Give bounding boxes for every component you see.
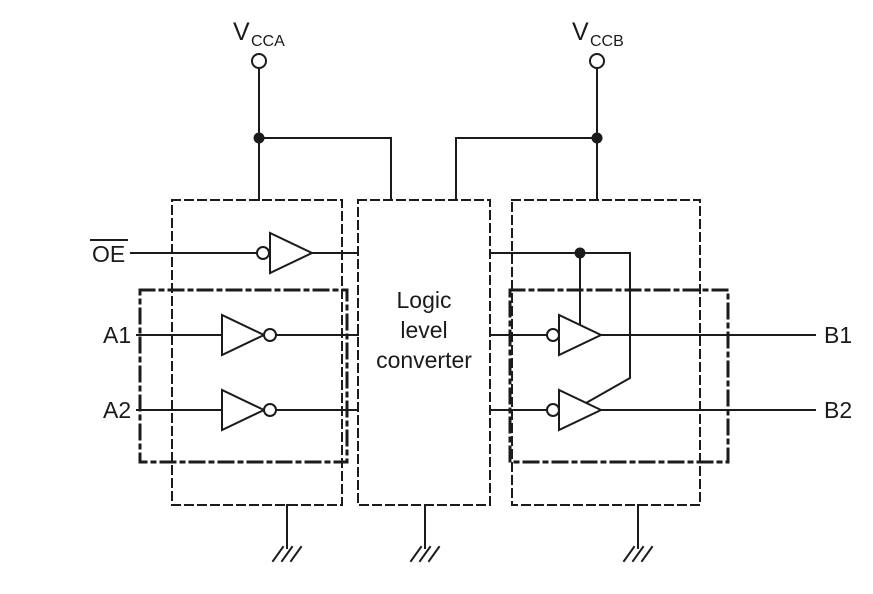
b2-label: B2: [824, 397, 852, 423]
a2-inverter-triangle: [221, 388, 267, 432]
oe-inverter-triangle: [269, 231, 315, 275]
left-channel-box: [138, 288, 349, 464]
wiring-group: [90, 53, 816, 563]
ground-left-hatch-3: [289, 545, 303, 563]
ground-left-hatch-2: [280, 545, 294, 563]
b1-buffer-triangle: [558, 313, 604, 357]
a1-inverter-bubble: [263, 328, 277, 342]
b2-buffer-bubble: [546, 403, 560, 417]
converter-label-line1: Logic: [397, 287, 452, 313]
right-supply-block-box: [511, 199, 701, 506]
b2-enable-wire: [584, 252, 631, 405]
oe-inverter-bubble: [256, 246, 270, 260]
ground-left-symbol: [271, 545, 303, 563]
vcca-junction-dot: [253, 132, 265, 144]
a2-inverter-bubble: [263, 403, 277, 417]
vccb-terminal-circle: [589, 53, 605, 69]
ground-middle-hatch-3: [427, 545, 441, 563]
b1-buffer-bubble: [546, 328, 560, 342]
ground-right-hatch-3: [640, 545, 654, 563]
ground-right-hatch-1: [622, 545, 636, 563]
ground-middle-hatch-2: [418, 545, 432, 563]
ground-right-hatch-2: [631, 545, 645, 563]
vccb-branch-wire: [455, 137, 598, 201]
left-supply-block-box: [171, 199, 343, 506]
oe-label: OE: [92, 241, 125, 267]
ground-middle-hatch-1: [409, 545, 423, 563]
labels-group: V CCA V CCB OE A1 A2 B1 B2 Logic level c…: [92, 18, 852, 423]
vccb-label: V: [572, 18, 589, 46]
a1-inverter-triangle: [221, 313, 267, 357]
vcca-sub-label: CCA: [251, 33, 285, 50]
vcca-label: V: [233, 18, 250, 46]
b1-label: B1: [824, 322, 852, 348]
ground-right-symbol: [622, 545, 654, 563]
vccb-junction-dot: [591, 132, 603, 144]
b2-buffer-triangle: [558, 388, 604, 432]
right-channel-box: [508, 288, 730, 464]
a2-label: A2: [103, 397, 131, 423]
ground-left-hatch-1: [271, 545, 285, 563]
converter-label-line2: level: [400, 317, 447, 343]
vccb-sub-label: CCB: [590, 33, 624, 50]
converter-label-line3: converter: [376, 347, 472, 373]
vcca-branch-wire: [258, 137, 392, 201]
enable-junction-dot: [574, 247, 586, 259]
vcca-terminal-circle: [251, 53, 267, 69]
ground-middle-symbol: [409, 545, 441, 563]
a1-label: A1: [103, 322, 131, 348]
